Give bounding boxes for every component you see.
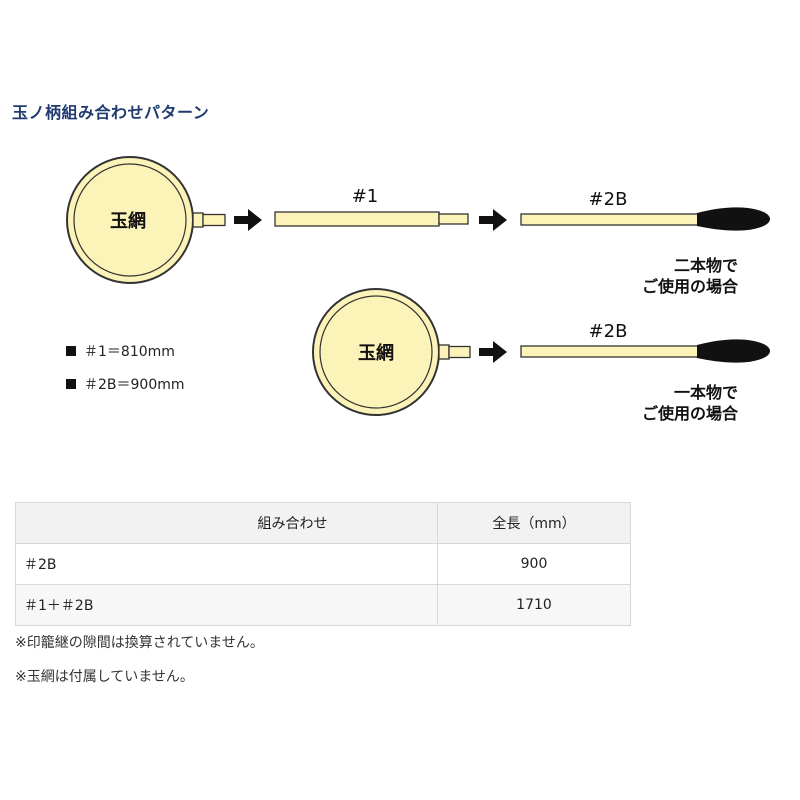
arrow-icon	[234, 209, 262, 231]
length-table: 組み合わせ 全長（mm） ＃2B 900 ＃1＋＃2B 1710	[15, 502, 631, 626]
arrow-icon	[479, 209, 507, 231]
row-one-piece: 玉網 #2B 一本物で ご使用の場合	[312, 288, 770, 423]
square-bullet-icon	[66, 379, 76, 389]
note-net-not-included: ※玉網は付属していません。	[15, 669, 194, 685]
combination-diagram: 玉網 #1 #2B 二本物で ご使用の場合 玉網 #	[66, 156, 770, 423]
case-one-piece-line1: 一本物で	[674, 383, 738, 402]
pole-section-2b-2: #2B	[520, 321, 770, 363]
pole-section-2b-1: #2B	[520, 189, 770, 231]
net-label-2: 玉網	[358, 342, 394, 364]
note-joint-gap: ※印籠継の隙間は換算されていません。	[15, 635, 264, 651]
section1-label: #1	[352, 186, 379, 207]
landing-net-2: 玉網	[312, 288, 471, 416]
table-row: ＃2B 900	[15, 543, 631, 585]
page-title: 玉ノ柄組み合わせパターン	[12, 103, 210, 122]
pole-section-1: #1	[274, 186, 469, 227]
landing-net-1: 玉網	[66, 156, 226, 284]
column-header-length: 全長（mm）	[437, 502, 631, 544]
legend-item-section1: ＃1＝810mm	[66, 341, 175, 361]
legend-item-section2b: ＃2B＝900mm	[66, 374, 185, 394]
section2b-label-2: #2B	[589, 321, 628, 342]
table-cell-combination: ＃1＋＃2B	[15, 584, 438, 626]
legend-text: ＃1＝810mm	[84, 344, 175, 360]
arrow-icon	[479, 341, 507, 363]
table-row: ＃1＋＃2B 1710	[15, 584, 631, 626]
table-header-row: 組み合わせ 全長（mm）	[15, 502, 631, 544]
case-two-piece-line2: ご使用の場合	[642, 277, 739, 296]
section2b-label-1: #2B	[589, 189, 628, 210]
table-cell-combination: ＃2B	[15, 543, 438, 585]
table-cell-length: 900	[437, 543, 631, 585]
square-bullet-icon	[66, 346, 76, 356]
row-two-piece: 玉網 #1 #2B 二本物で ご使用の場合	[66, 156, 770, 296]
case-two-piece-line1: 二本物で	[674, 256, 738, 275]
legend-text: ＃2B＝900mm	[84, 377, 185, 393]
column-header-combination: 組み合わせ	[15, 502, 438, 544]
net-label-1: 玉網	[110, 210, 146, 232]
table-cell-length: 1710	[437, 584, 631, 626]
case-one-piece-line2: ご使用の場合	[642, 404, 739, 423]
